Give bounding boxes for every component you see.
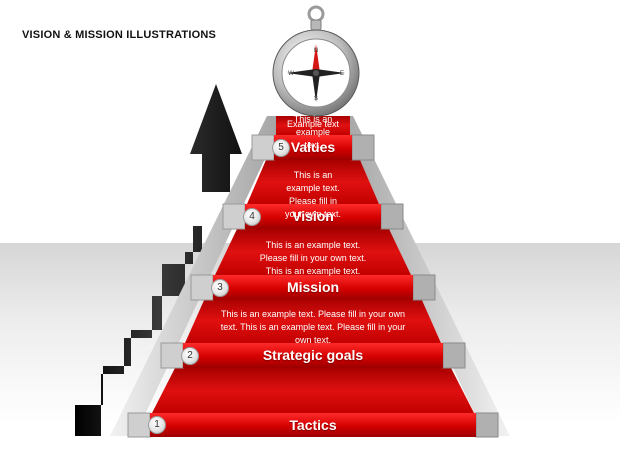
step-band-2	[183, 343, 443, 368]
step-riser-5	[276, 116, 350, 135]
page-title: VISION & MISSION ILLUSTRATIONS	[22, 29, 217, 41]
compass-n: N	[314, 48, 318, 54]
step-description-3: This is an example text. Please fill in …	[259, 240, 367, 276]
compass-e: E	[340, 71, 344, 77]
step-description-5: This is an example text.	[293, 113, 333, 150]
step-riser-1	[152, 368, 474, 413]
growth-arrow-icon	[75, 84, 242, 436]
step-description-4: This is an example text. Please fill in …	[284, 170, 342, 219]
compass-s: S	[314, 96, 318, 102]
step-riser-2	[185, 298, 441, 343]
step-riser-3	[215, 229, 411, 275]
step-title-3: Mission	[286, 279, 340, 295]
step-title-4: Vision	[292, 208, 334, 224]
compass-w: W	[288, 71, 294, 77]
step-description-2: This is an example text. Please fill in …	[220, 308, 406, 345]
step-title-2: Strategic goals	[262, 347, 364, 363]
top-example-text: Example text	[286, 119, 340, 129]
step-number-badge-4: 4	[243, 207, 261, 226]
step-title-5: Values	[290, 139, 336, 155]
step-number-badge-1: 1	[148, 416, 166, 434]
step-number-badge-3: 3	[211, 278, 229, 297]
step-ledge-right-1	[475, 412, 499, 438]
step-riser-4	[247, 160, 379, 204]
step-title-1: Tactics	[289, 416, 337, 433]
step-ledge-left-1	[127, 412, 151, 438]
step-band-4	[245, 204, 381, 229]
step-number-badge-5: 5	[272, 138, 290, 157]
step-ledge-right-2	[442, 342, 466, 369]
compass-icon: N S E W	[272, 5, 360, 117]
step-ledge-left-2	[160, 342, 184, 369]
step-band-3	[213, 275, 413, 300]
step-band-1	[150, 413, 476, 437]
step-number-badge-2: 2	[181, 346, 199, 365]
